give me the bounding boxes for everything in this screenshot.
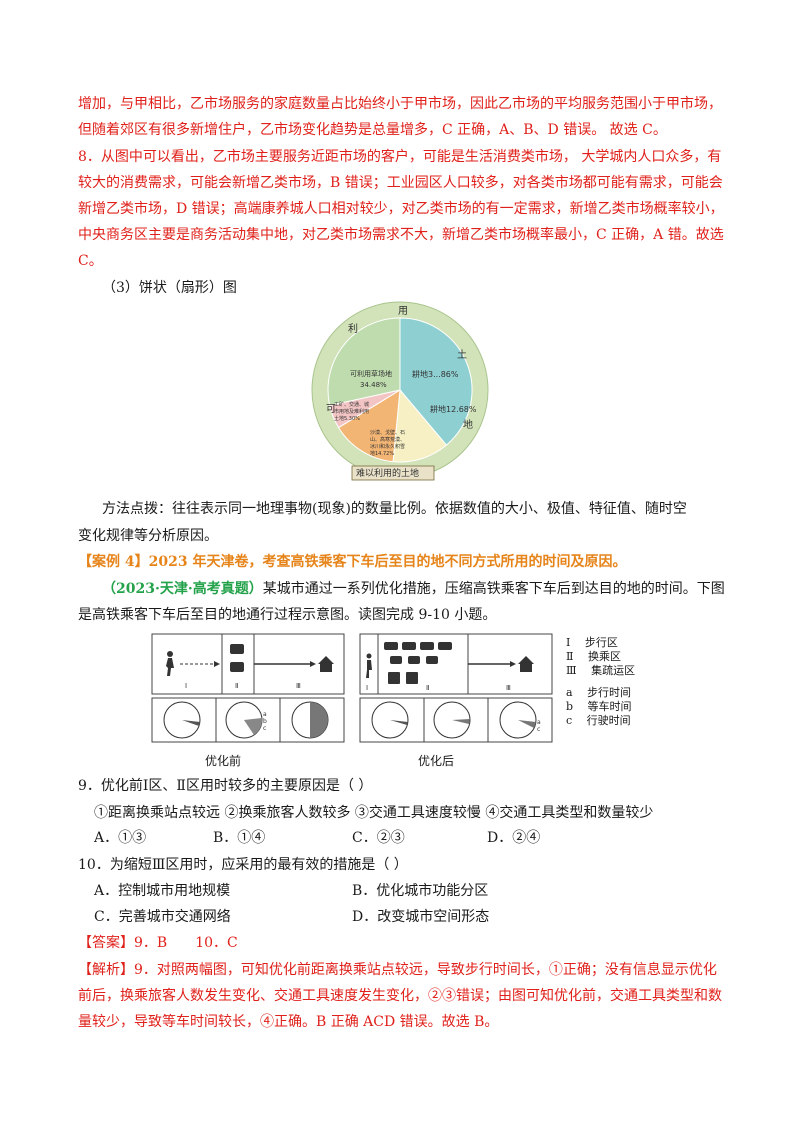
- bus-icon: [230, 644, 244, 672]
- legend-item: b 等车时间: [566, 700, 632, 713]
- ring-char: 用: [398, 306, 408, 317]
- pie-label-other: 沙漠、戈壁、石: [370, 429, 405, 436]
- zone-box-after: [359, 633, 553, 695]
- pie-label-city: 市用地及难利用: [334, 408, 369, 415]
- option: A．①③: [94, 830, 147, 846]
- pie-label-city: 工矿、交通、城: [334, 401, 369, 408]
- pie-letter: c: [537, 726, 540, 733]
- answer-label: 【答案】: [78, 935, 134, 951]
- pie-label-city: 土地5.30%: [334, 415, 360, 422]
- transit-process-diagram: Ⅰ Ⅱ Ⅲ a b c: [151, 633, 553, 743]
- bottom-label-box: [351, 465, 435, 481]
- option: B．优化城市功能分区: [352, 883, 489, 899]
- method-line: 变化规律等分析原因。: [78, 528, 218, 544]
- zone-label: Ⅱ: [235, 682, 238, 690]
- question-10: 10．为缩短Ⅲ区用时，应采用的最有效的措施是（ ）: [78, 857, 408, 873]
- text-line: 增加，与甲相比，乙市场服务的家庭数量占比始终小于甲市场，因此乙市场的平均服务范围…: [78, 96, 722, 112]
- option: D．改变城市空间形态: [352, 909, 490, 925]
- legend-item: c 行驶时间: [566, 714, 631, 727]
- question-9-items: ①距离换乘站点较远 ②换乘旅客人数较多 ③交通工具速度较慢 ④交通工具类型和数量…: [94, 805, 654, 821]
- option: C．完善城市交通网络: [94, 909, 231, 925]
- pie-label-other: 山、高寒荒漠、: [370, 436, 405, 443]
- analysis-line: 量较少，导致等车时间较长，④正确。B 正确 ACD 错误。故选 B。: [78, 1014, 499, 1030]
- walker-icon: [366, 653, 372, 678]
- pie-letter: c: [263, 725, 266, 732]
- answer-line: 【答案】9．B 10．C: [78, 934, 728, 952]
- answer-text: 9．B 10．C: [134, 935, 238, 951]
- method-line: 方法点拨：往往表示同一地理事物(现象)的数量比例。依据数值的大小、极值、特征值、…: [102, 501, 687, 517]
- pie-box-after: [359, 697, 553, 743]
- figure-legend: Ⅰ 步行区 Ⅱ 换乘区 Ⅲ 集疏运区 a 步行时间 b 等车时间 c 行驶时间: [566, 636, 635, 728]
- analysis-label: 【解析】: [78, 962, 134, 978]
- ring-char: 土: [457, 348, 467, 361]
- option: D．②④: [487, 830, 541, 846]
- pie-letter: a: [263, 711, 267, 718]
- pie-box-before: [151, 697, 345, 743]
- zone-label: Ⅰ: [366, 684, 368, 692]
- pie-label-grass-2: 34.48%: [360, 381, 387, 389]
- pie-label-other: 冰川和永久积雪: [370, 443, 405, 450]
- pie-slices: [327, 317, 473, 463]
- text-line: 中央商务区主要是商务活动集中地，对乙类市场需求不大，新增乙类市场概率最小，C 正…: [78, 227, 724, 243]
- pie-label-grass-1: 可利用草场地: [350, 369, 392, 378]
- text-line: 新增乙类市场，D 错误；高端康养城人口相对较少，对乙类市场的有一定需求，新增乙类…: [78, 201, 724, 217]
- analysis-line: 前后，换乘旅客人数发生变化、交通工具速度发生变化，②③错误；由图可知优化前，交通…: [78, 988, 722, 1004]
- caption-after: 优化后: [418, 754, 455, 768]
- case-intro: （2023·天津·高考真题）某城市通过一系列优化措施，压缩高铁乘客下车后到达目的…: [102, 580, 752, 598]
- pie-slice-2: [337, 389, 401, 463]
- pie-slice-4: [327, 317, 401, 407]
- legend-item: Ⅰ 步行区: [566, 636, 618, 649]
- section-title: （3）饼状（扇形）图: [102, 280, 237, 296]
- zone-label: Ⅱ: [426, 684, 429, 692]
- zone-label: Ⅲ: [296, 682, 301, 690]
- bottom-label: 难以利用的土地: [356, 467, 419, 479]
- zone-box-before: [151, 633, 345, 695]
- option: A．控制城市用地规模: [94, 883, 231, 899]
- text-line: 但随着郊区有很多新增住户，乙市场变化趋势是总量增多，C 正确，A、B、D 错误。…: [78, 122, 667, 138]
- pie-letter: a: [537, 719, 541, 726]
- pie-slice-1: [392, 388, 448, 463]
- legend-item: Ⅲ 集疏运区: [566, 664, 636, 677]
- slice-label: 耕地3...86%: [412, 369, 459, 379]
- house-icon: [518, 656, 534, 672]
- land-use-pie-chart: 利 用 土 地 可 可利用草场地 34.48% 耕地3...86% 耕地12.6…: [311, 301, 489, 481]
- slice-label: 耕地12.68%: [430, 404, 477, 414]
- case-intro-line2: 是高铁乘客下车后至目的地通行过程示意图。读图完成 9-10 小题。: [78, 607, 497, 623]
- pie-label-other: 地14.72%: [370, 450, 394, 457]
- text-line: C。: [78, 253, 103, 269]
- analysis-line: 【解析】9．对照两幅图，可知优化前距离换乘站点较远，导致步行时间长，①正确；没有…: [78, 961, 728, 979]
- walker-icon: [166, 651, 174, 676]
- case-intro-text: 某城市通过一系列优化措施，压缩高铁乘客下车后到达目的地的时间。下图: [262, 581, 725, 597]
- caption-before: 优化前: [205, 754, 242, 768]
- case-title: 【案例 4】2023 年天津卷，考查高铁乘客下车后至目的地不同方式所用的时间及原…: [78, 554, 627, 570]
- pie-slice-0: [399, 317, 473, 446]
- house-icon: [318, 656, 334, 672]
- analysis-text: 9．对照两幅图，可知优化前距离换乘站点较远，导致步行时间长，①正确；没有信息显示…: [134, 962, 717, 978]
- option: C．②③: [352, 830, 405, 846]
- ring-char: 地: [463, 418, 473, 431]
- text-line: 较大的消费需求，可能会新增乙类市场，B 错误；工业园区人口较多，对各类市场都可能…: [78, 175, 723, 191]
- ring-char: 利: [348, 323, 358, 335]
- zone-label: Ⅲ: [506, 684, 511, 692]
- case-source: （2023·天津·高考真题）: [102, 581, 263, 597]
- text-line: 8．从图中可以看出，乙市场主要服务近距市场的客户，可能是生活消费类市场， 大学城…: [78, 149, 722, 165]
- pie-letter: b: [263, 718, 267, 725]
- legend-item: a 步行时间: [566, 686, 632, 699]
- ring-char: 可: [326, 404, 336, 415]
- legend-item: Ⅱ 换乘区: [566, 650, 621, 663]
- option: B．①④: [213, 830, 266, 846]
- vehicles-icon: [384, 642, 452, 684]
- zone-label: Ⅰ: [185, 682, 187, 690]
- question-9: 9．优化前Ⅰ区、Ⅱ区用时较多的主要原因是（ ）: [78, 778, 373, 794]
